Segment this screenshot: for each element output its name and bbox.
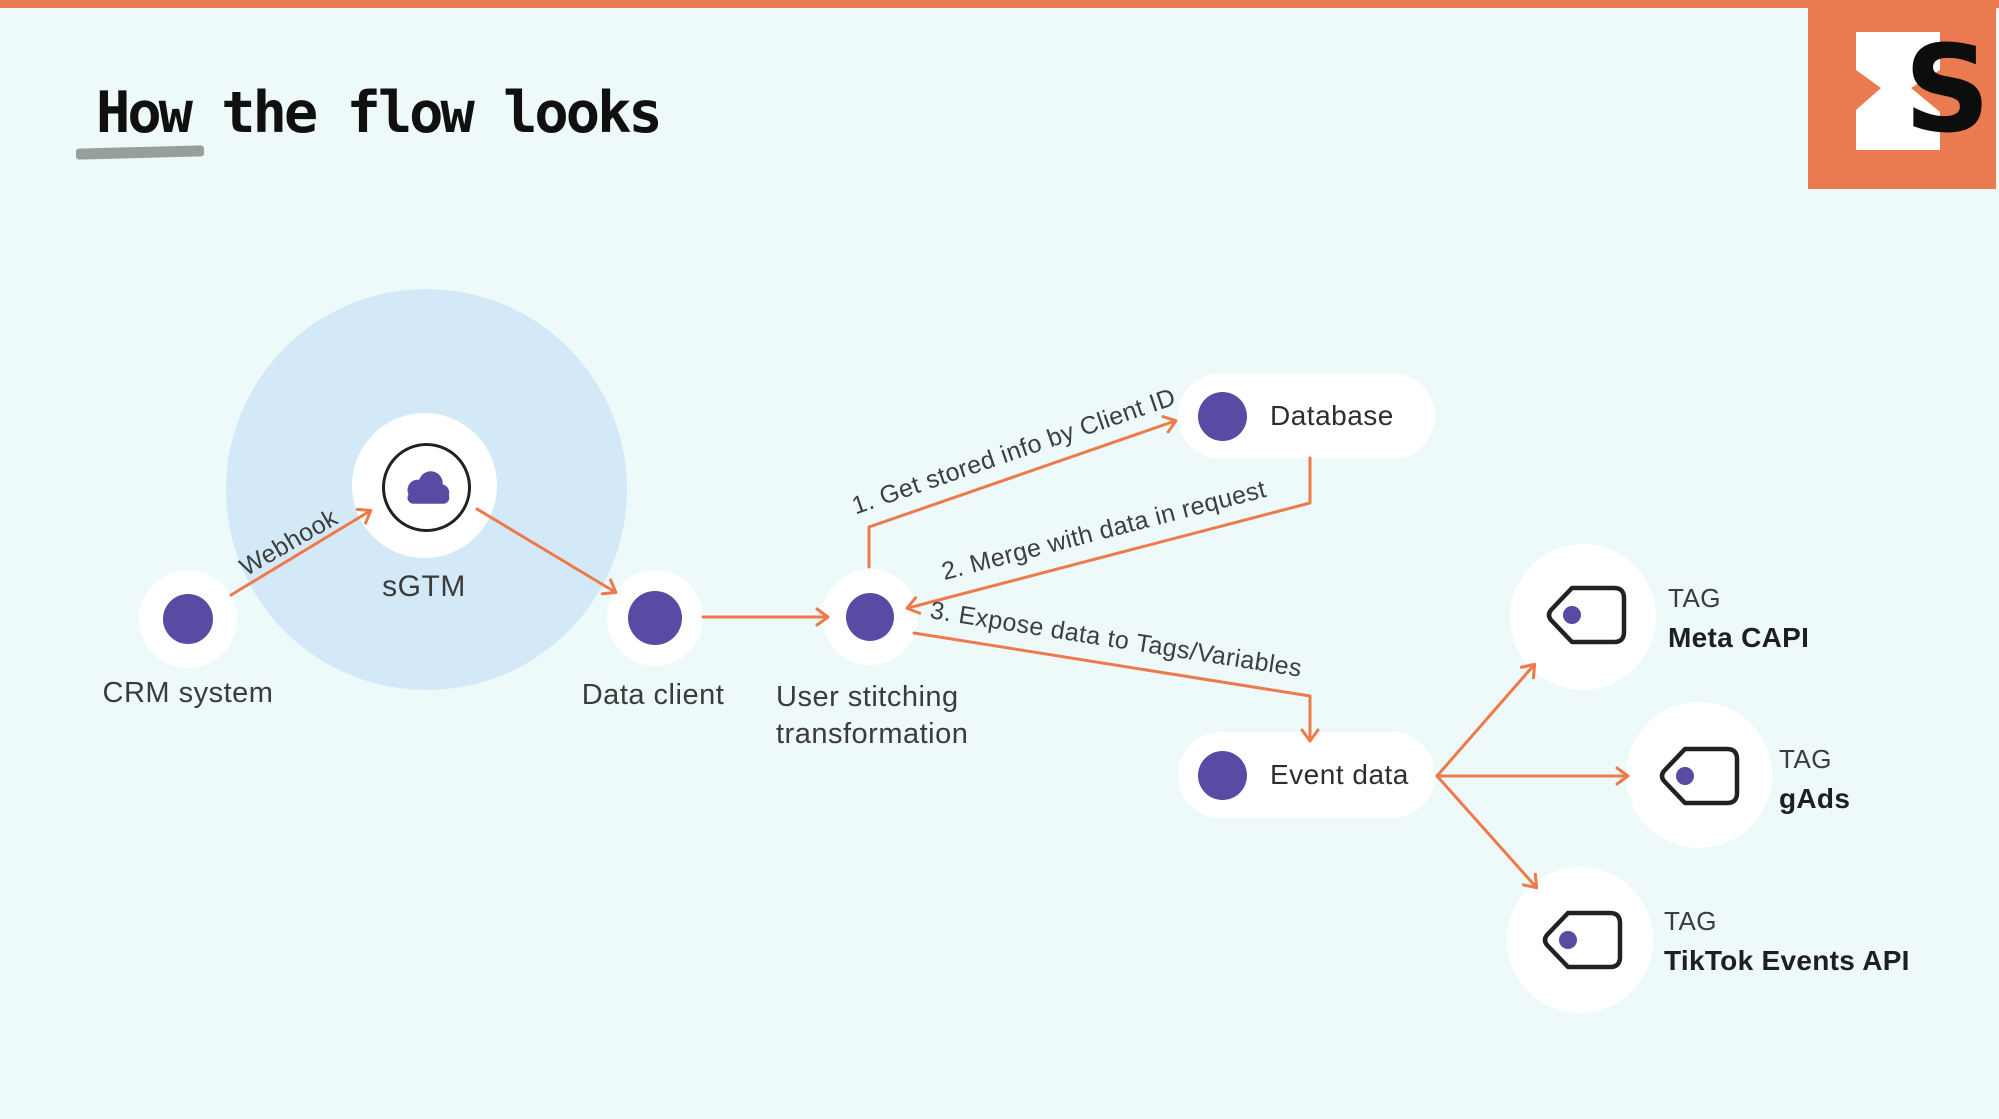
user-stitching-label-line1: User stitching [776,681,959,713]
tag-icon-gads [1659,746,1740,806]
user-stitching-node-dot [846,593,894,641]
logo-letter: S [1904,21,1991,160]
title-underline [75,145,205,160]
tag-kind-label: TAG [1664,906,1718,936]
user-stitching-label-line2: transformation [776,718,969,750]
cloud-icon [407,470,449,504]
tag-tiktok-labels: TAG TikTok Events API [1664,906,1910,977]
slide-title: How the flow looks [96,80,663,146]
edge-label-step1: 1. Get stored info by Client ID [848,382,1180,521]
arrow-event-to-tiktok [1435,774,1539,890]
top-accent-bar [0,0,1999,8]
data-client-node-label: Data client [581,679,725,711]
hourglass-icon [1856,32,1940,150]
tag-name-label: Meta CAPI [1668,622,1810,653]
crm-node-dot [163,594,213,644]
data-client-node-dot [628,591,682,645]
tag-kind-label: TAG [1668,583,1722,613]
database-node-label: Database [1270,400,1394,431]
database-node: Database [1178,373,1435,459]
edge-label-step2: 2. Merge with data in request [938,475,1270,586]
event-data-node-dot [1198,750,1247,800]
event-data-node-label: Event data [1270,759,1409,790]
arrow-event-to-meta [1435,662,1537,778]
database-node-dot [1198,391,1247,441]
tag-icon-tiktok [1542,910,1623,970]
tag-kind-label: TAG [1779,744,1833,774]
tag-icon-meta-capi [1546,585,1627,645]
user-stitching-node-label: User stitching transformation [776,679,968,753]
tag-meta-capi-labels: TAG Meta CAPI [1668,583,1809,654]
stape-logo: S [1808,8,1996,189]
tag-name-label: TikTok Events API [1664,945,1910,976]
tag-name-label: gAds [1779,783,1851,814]
tag-gads-labels: TAG gAds [1779,744,1850,815]
sgtm-node-label: sGTM [382,570,466,603]
sgtm-ring [382,443,471,532]
edge-label-step3: 3. Expose data to Tags/Variables [928,596,1304,683]
event-data-node: Event data [1178,732,1435,818]
crm-node-label: CRM system [102,677,274,709]
